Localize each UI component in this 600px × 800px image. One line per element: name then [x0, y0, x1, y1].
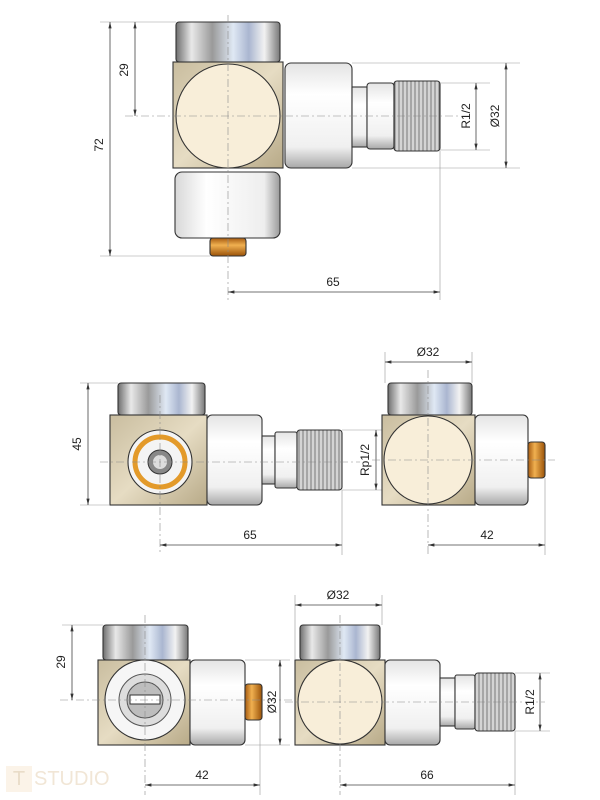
thread: [296, 429, 343, 491]
brass-tip: [244, 683, 263, 721]
side-sleeve: [384, 659, 441, 746]
dim-65: 65: [243, 528, 257, 542]
top-view: 72 29 65 R1/2 Ø32: [92, 15, 520, 300]
dim-29: 29: [117, 63, 131, 77]
watermark-logo: T: [6, 766, 32, 792]
neck: [261, 435, 276, 485]
dim-d32: Ø32: [265, 690, 279, 713]
dim-d32: Ø32: [327, 588, 350, 602]
dim-65: 65: [326, 275, 340, 289]
dim-72: 72: [92, 138, 106, 152]
dim-29: 29: [54, 655, 68, 669]
watermark-text: STUDIO: [34, 768, 110, 790]
middle-left-view: 45 65 Rp1/2: [70, 382, 385, 555]
bottom-right-view: Ø32 R1/2 66: [285, 588, 550, 795]
dim-d32: Ø32: [417, 345, 440, 359]
neck: [351, 86, 368, 148]
dim-66: 66: [420, 768, 434, 782]
side-sleeve: [284, 62, 353, 169]
dim-r12: R1/2: [459, 103, 473, 129]
dim-rp12: Rp1/2: [358, 444, 372, 476]
bottom-cylinder: [174, 171, 281, 239]
side-sleeve: [189, 659, 246, 746]
side-sleeve: [206, 414, 263, 506]
nut: [274, 431, 298, 489]
middle-right-view: Ø32 42: [372, 345, 555, 555]
dim-45: 45: [70, 437, 84, 451]
dim-d32: Ø32: [488, 104, 502, 127]
dim-42: 42: [195, 768, 209, 782]
dim-r12: R1/2: [523, 689, 537, 715]
chrome-cap: [102, 624, 189, 661]
chrome-cap: [117, 382, 206, 416]
bottom-left-view: 29 Ø32 42: [54, 615, 295, 795]
dim-42: 42: [480, 528, 494, 542]
chrome-cap: [387, 382, 473, 416]
